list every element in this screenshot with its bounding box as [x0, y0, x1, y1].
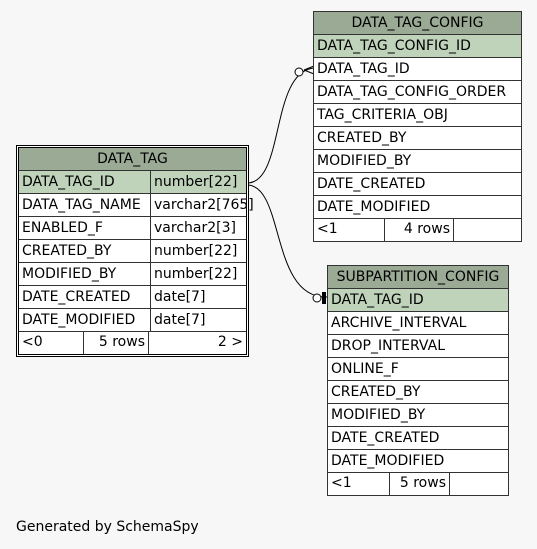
table-header[interactable]: SUBPARTITION_CONFIG	[328, 266, 508, 289]
table-subpartition-config[interactable]: SUBPARTITION_CONFIG DATA_TAG_ID ARCHIVE_…	[327, 265, 509, 496]
column-name: DATE_CREATED	[22, 289, 131, 305]
table-column-row[interactable]: DATA_TAG_ID number[22]	[19, 171, 246, 194]
children-cell	[449, 473, 508, 495]
children-cell	[453, 219, 521, 241]
column-name: MODIFIED_BY	[317, 153, 412, 169]
column-name: MODIFIED_BY	[22, 266, 117, 282]
column-name: ARCHIVE_INTERVAL	[331, 315, 467, 331]
children-link[interactable]: 2 >	[148, 332, 246, 354]
table-column-row[interactable]: ARCHIVE_INTERVAL	[328, 312, 508, 335]
table-header[interactable]: DATA_TAG	[19, 148, 246, 171]
column-name: DATE_MODIFIED	[22, 312, 136, 328]
row-count: 5 rows	[389, 473, 449, 495]
table-column-row[interactable]: CREATED_BY	[328, 381, 508, 404]
table-footer: <1 4 rows	[314, 219, 521, 241]
column-name: ONLINE_F	[331, 361, 399, 377]
column-name: ENABLED_F	[22, 220, 103, 236]
table-column-row[interactable]: DATA_TAG_ID	[314, 58, 521, 81]
column-name: DROP_INTERVAL	[331, 338, 445, 354]
column-name: DATE_MODIFIED	[317, 199, 431, 215]
column-type: number[22]	[150, 263, 246, 285]
column-name: MODIFIED_BY	[331, 407, 426, 423]
column-name: CREATED_BY	[317, 130, 407, 146]
column-name: TAG_CRITERIA_OBJ	[317, 107, 448, 123]
table-column-row[interactable]: DATE_CREATED date[7]	[19, 286, 246, 309]
column-type: varchar2[3]	[150, 217, 246, 239]
column-name: DATE_MODIFIED	[331, 453, 445, 469]
table-column-row[interactable]: DATE_CREATED	[328, 427, 508, 450]
column-name: DATA_TAG_ID	[317, 61, 410, 77]
parents-link[interactable]: <0	[22, 334, 43, 350]
relationship-end-optional-config	[294, 67, 304, 77]
column-name: CREATED_BY	[331, 384, 421, 400]
row-count: 4 rows	[384, 219, 453, 241]
table-footer: <1 5 rows	[328, 473, 508, 495]
column-name: DATA_TAG_CONFIG_ORDER	[317, 84, 507, 100]
table-column-row[interactable]: DATE_CREATED	[314, 173, 521, 196]
column-type: varchar2[765]	[150, 194, 254, 216]
column-name: CREATED_BY	[22, 243, 112, 259]
table-column-row[interactable]: MODIFIED_BY	[314, 150, 521, 173]
column-name: DATE_CREATED	[331, 430, 440, 446]
column-name: DATA_TAG_ID	[331, 292, 424, 308]
table-column-row[interactable]: DATA_TAG_ID	[328, 289, 508, 312]
table-column-row[interactable]: ONLINE_F	[328, 358, 508, 381]
table-column-row[interactable]: DATA_TAG_CONFIG_ORDER	[314, 81, 521, 104]
column-type: date[7]	[150, 309, 246, 331]
column-type: number[22]	[150, 240, 246, 262]
table-data-tag-config[interactable]: DATA_TAG_CONFIG DATA_TAG_CONFIG_ID DATA_…	[313, 11, 522, 242]
table-column-row[interactable]: DATE_MODIFIED date[7]	[19, 309, 246, 332]
parents-link[interactable]: <1	[317, 221, 338, 237]
table-footer: <0 5 rows 2 >	[19, 332, 246, 354]
column-type: number[22]	[150, 171, 246, 193]
table-data-tag[interactable]: DATA_TAG DATA_TAG_ID number[22] DATA_TAG…	[16, 145, 254, 357]
column-name: DATA_TAG_NAME	[22, 197, 141, 213]
table-column-row[interactable]: CREATED_BY	[314, 127, 521, 150]
relationship-line-data-tag-config	[246, 67, 315, 184]
table-column-row[interactable]: DROP_INTERVAL	[328, 335, 508, 358]
table-column-row[interactable]: MODIFIED_BY number[22]	[19, 263, 246, 286]
table-column-row[interactable]: DATE_MODIFIED	[314, 196, 521, 219]
column-name: DATE_CREATED	[317, 176, 426, 192]
column-type: date[7]	[150, 286, 246, 308]
table-column-row[interactable]: ENABLED_F varchar2[3]	[19, 217, 246, 240]
table-column-row[interactable]: DATE_MODIFIED	[328, 450, 508, 473]
row-count: 5 rows	[83, 332, 148, 354]
column-name: DATA_TAG_ID	[22, 174, 115, 190]
relationship-line-subpartition-config	[246, 184, 329, 298]
table-column-row[interactable]: TAG_CRITERIA_OBJ	[314, 104, 521, 127]
parents-link[interactable]: <1	[331, 475, 352, 491]
table-column-row[interactable]: MODIFIED_BY	[328, 404, 508, 427]
table-column-row[interactable]: DATA_TAG_NAME varchar2[765]	[19, 194, 254, 217]
column-name: DATA_TAG_CONFIG_ID	[317, 38, 471, 54]
relationship-one-marker-subpartition	[322, 292, 326, 304]
table-column-row[interactable]: DATA_TAG_CONFIG_ID	[314, 35, 521, 58]
table-column-row[interactable]: CREATED_BY number[22]	[19, 240, 246, 263]
table-header[interactable]: DATA_TAG_CONFIG	[314, 12, 521, 35]
relationship-crowfoot-config	[303, 65, 315, 75]
relationship-end-optional-subpartition	[312, 293, 322, 303]
generated-by-label: Generated by SchemaSpy	[16, 519, 199, 535]
